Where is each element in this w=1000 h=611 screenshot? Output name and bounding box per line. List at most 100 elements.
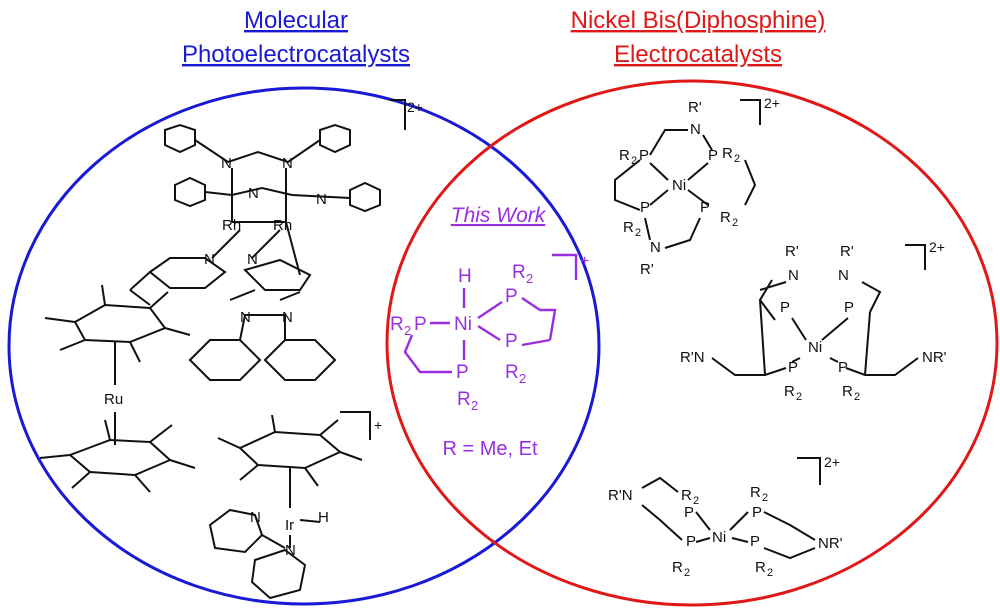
ru-label: Ru [104,391,123,408]
complex2-r2-l-sub: 2 [796,391,802,403]
complex2-left-amine: R'N [680,349,705,366]
complex2-rprime-r: R' [840,243,854,260]
left-circle [7,86,601,606]
center-r2-low-sub: 2 [519,371,526,386]
center-title: This Work [451,204,547,227]
phenyl-ring-3 [174,176,206,208]
complex3-r2-lr: R [755,559,766,576]
complex2-p-lr: P [838,359,848,376]
right-complex-1: 2+ R' N R 2 P P R 2 Ni P P R 2 R 2 N R' [614,95,780,278]
center-p-bottom: P [456,362,469,383]
ir-n-label-2: N [285,542,296,559]
complex2-ni: Ni [808,339,822,356]
n-label-8: N [282,309,293,326]
center-r2-bottom: R [457,389,471,410]
complex1-r2-right-sub: 2 [734,153,740,165]
complex1-n-top: N [690,121,701,138]
ir-n-label-1: N [250,509,261,526]
left-title-line2: Photoelectrocatalysts [182,41,410,68]
complex3-r2-ll: R [672,559,683,576]
complex2-p-ul: P [780,299,790,316]
complex3-charge: 2+ [824,454,840,470]
complex3-r2-lr-sub: 2 [767,567,773,579]
center-hydride: H [458,266,472,287]
center-r2-top: R [512,262,526,283]
center-p-upper: P [505,286,518,307]
complex2-p-ur: P [844,299,854,316]
left-title-line1: Molecular [244,7,348,34]
n-label-3: N [248,185,259,202]
ir-label: Ir [285,517,294,534]
complex1-r2-left-sub: 2 [631,155,637,167]
right-title-line1: Nickel Bis(Diphosphine) [571,7,826,34]
center-charge: + [580,253,589,270]
rh-dimer-structure: N N N N Rh Rh N N N N 2+ [129,99,423,381]
ruthenocene-structure: Ru [39,284,196,493]
complex3-p-ur: P [752,504,762,521]
n-label-5: N [204,251,215,268]
complex2-rprime-l: R' [785,243,799,260]
complex2-charge: 2+ [929,239,945,255]
center-complex: This Work + H Ni R 2 P P P R 2 R 2 P R 2… [390,204,589,460]
complex1-p-ur: P [708,147,718,164]
complex3-r2-ul-sub: 2 [693,495,699,507]
complex2-r2-r: R [842,383,853,400]
complex1-r2-right: R [722,145,733,162]
complex2-right-amine: NR' [922,349,947,366]
center-r2-top-sub: 2 [526,271,533,286]
complex1-p-lr: P [700,199,710,216]
complex1-n-bottom: N [650,239,661,256]
phenyl-ring-4 [349,181,381,213]
complex1-charge: 2+ [764,95,780,111]
center-r2p-r: R [390,314,404,335]
center-ni: Ni [454,314,472,335]
complex1-rprime-top: R' [688,99,702,116]
complex1-r2-left: R [619,147,630,164]
phenyl-ring-1 [164,123,196,154]
complex1-p-ll: P [640,199,650,216]
center-r2-low: R [505,362,519,383]
complex2-r2-r-sub: 2 [854,391,860,403]
right-complex-3: 2+ R'N R 2 R 2 P P Ni P P NR' R 2 R 2 [608,454,843,579]
complex1-r2-br: R [720,209,731,226]
complex3-p-ul: P [684,504,694,521]
right-circle [385,79,999,607]
complex1-p-ul: P [639,147,649,164]
n-label-1: N [221,155,232,172]
right-title-line2: Electrocatalysts [614,41,782,68]
n-label-4: N [316,191,327,208]
complex3-r2-ul: R [681,487,692,504]
complex1-rprime-bottom: R' [640,261,654,278]
complex3-left-amine: R'N [608,487,633,504]
complex3-r2-ur-sub: 2 [762,492,768,504]
ir-complex-charge: + [374,417,382,433]
rh-dimer-charge: 2+ [407,99,423,115]
n-label-2: N [282,155,293,172]
center-r2p-sub: 2 [404,323,411,338]
rh-label-2: Rh [273,217,292,234]
ir-complex-structure: Ir H N N + [208,411,382,600]
rh-label-1: Rh [222,217,241,234]
complex2-n-l: N [788,267,799,284]
right-complex-2: 2+ R' R' N N P P Ni R'N NR' P P R 2 R 2 [680,239,947,403]
complex2-p-ll: P [788,359,798,376]
n-label-6: N [247,251,258,268]
complex3-ni: Ni [712,529,726,546]
center-r2p-p: P [414,314,427,335]
complex1-r2-br-sub: 2 [732,217,738,229]
center-r2-bottom-sub: 2 [471,398,478,413]
complex3-r2-ur: R [750,484,761,501]
complex3-p-ll: P [686,533,696,550]
n-label-7: N [240,309,251,326]
complex2-r2-l: R [784,383,795,400]
complex1-r2-bl-sub: 2 [635,227,641,239]
complex2-n-r: N [838,267,849,284]
ir-hydride: H [318,509,329,526]
phenyl-ring-2 [319,123,351,154]
complex1-r2-bl: R [623,219,634,236]
center-p-lower: P [505,331,518,352]
complex3-r2-ll-sub: 2 [684,567,690,579]
complex1-ni: Ni [672,177,686,194]
complex3-p-lr: P [750,533,760,550]
